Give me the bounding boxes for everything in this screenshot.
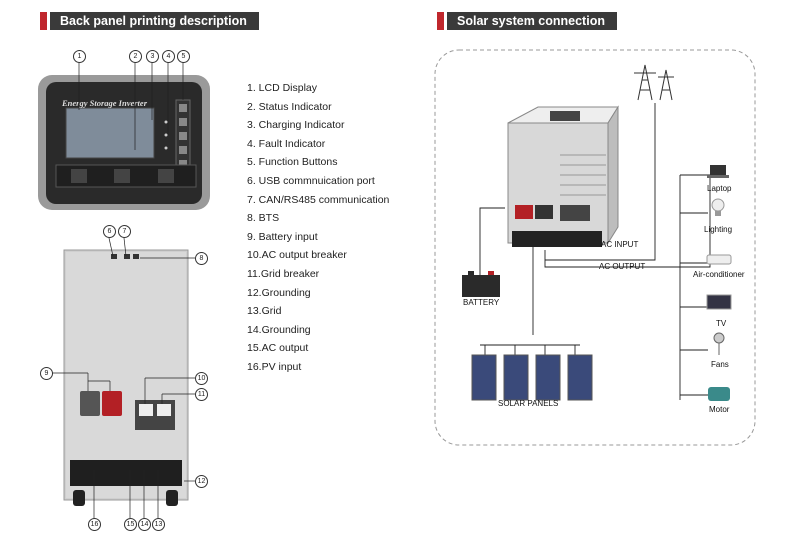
motor-icon [708,387,730,401]
list-item: 13.Grid [247,305,282,318]
header-accent-mark [437,12,444,30]
callout-14: 14 [138,518,151,531]
grid-tower-icon [634,64,674,101]
list-item: 7. CAN/RS485 communication [247,193,390,206]
front-panel-illustration [38,75,210,210]
load-label-laptop: Laptop [707,184,732,193]
list-item: 4. Fault Indicator [247,137,326,150]
list-item: 10.AC output breaker [247,249,347,262]
section-title: Back panel printing description [50,12,259,30]
callout-8: 8 [195,252,208,265]
battery-label: BATTERY [463,298,500,307]
callout-10: 10 [195,372,208,385]
load-label-lighting: Lighting [704,225,733,234]
list-item: 12.Grounding [247,286,311,299]
callout-4: 4 [162,50,175,63]
back-panel-illustration [63,249,189,506]
load-label-air-conditioner: Air-conditioner [693,270,745,279]
back-callout-lines [52,237,195,518]
list-item: 8. BTS [247,212,280,225]
section-header-back-panel: Back panel printing description [40,12,259,30]
header-accent-mark [40,12,47,30]
callout-7: 7 [118,225,131,238]
front-callout-lines [78,63,184,150]
inverter-brand-text: Energy Storage Inverter [62,98,147,108]
callout-6: 6 [103,225,116,238]
list-item: 14.Grounding [247,323,311,336]
fan-icon [713,332,725,355]
section-header-solar: Solar system connection [437,12,617,30]
ac-output-label: AC OUTPUT [599,262,646,271]
list-item: 1. LCD Display [247,82,318,94]
callout-2: 2 [129,50,142,63]
section-title: Solar system connection [447,12,617,30]
callout-11: 11 [195,388,208,401]
ac-input-label: AC INPUT [601,240,639,249]
load-label-tv: TV [716,319,727,328]
callout-5: 5 [177,50,190,63]
lighting-icon [711,198,725,216]
load-label-fans: Fans [711,360,729,369]
callout-12: 12 [195,475,208,488]
tv-icon [706,294,732,310]
list-item: 2. Status Indicator [247,100,332,113]
description-list: 1. LCD Display 2. Status Indicator 3. Ch… [247,79,389,377]
list-item: 15.AC output [247,342,309,355]
list-item: 11.Grid breaker [247,267,320,280]
callout-9: 9 [40,367,53,380]
list-item: 3. Charging Indicator [247,119,345,132]
solar-panels-icon [471,354,593,401]
callout-15: 15 [124,518,137,531]
list-item: 6. USB commnuication port [247,174,375,187]
laptop-icon [707,165,729,178]
callout-3: 3 [146,50,159,63]
list-item: 16.PV input [247,360,302,373]
callout-1: 1 [73,50,86,63]
load-label-motor: Motor [709,405,730,414]
solar-connection-diagram [434,49,756,446]
list-item: 9. Battery input [247,230,318,243]
air-conditioner-icon [706,254,732,265]
list-item: 5. Function Buttons [247,156,338,169]
battery-icon [462,271,500,297]
callout-13: 13 [152,518,165,531]
solar-panels-label: SOLAR PANELS [498,399,559,408]
callout-16: 16 [88,518,101,531]
inverter-cabinet [507,105,619,247]
